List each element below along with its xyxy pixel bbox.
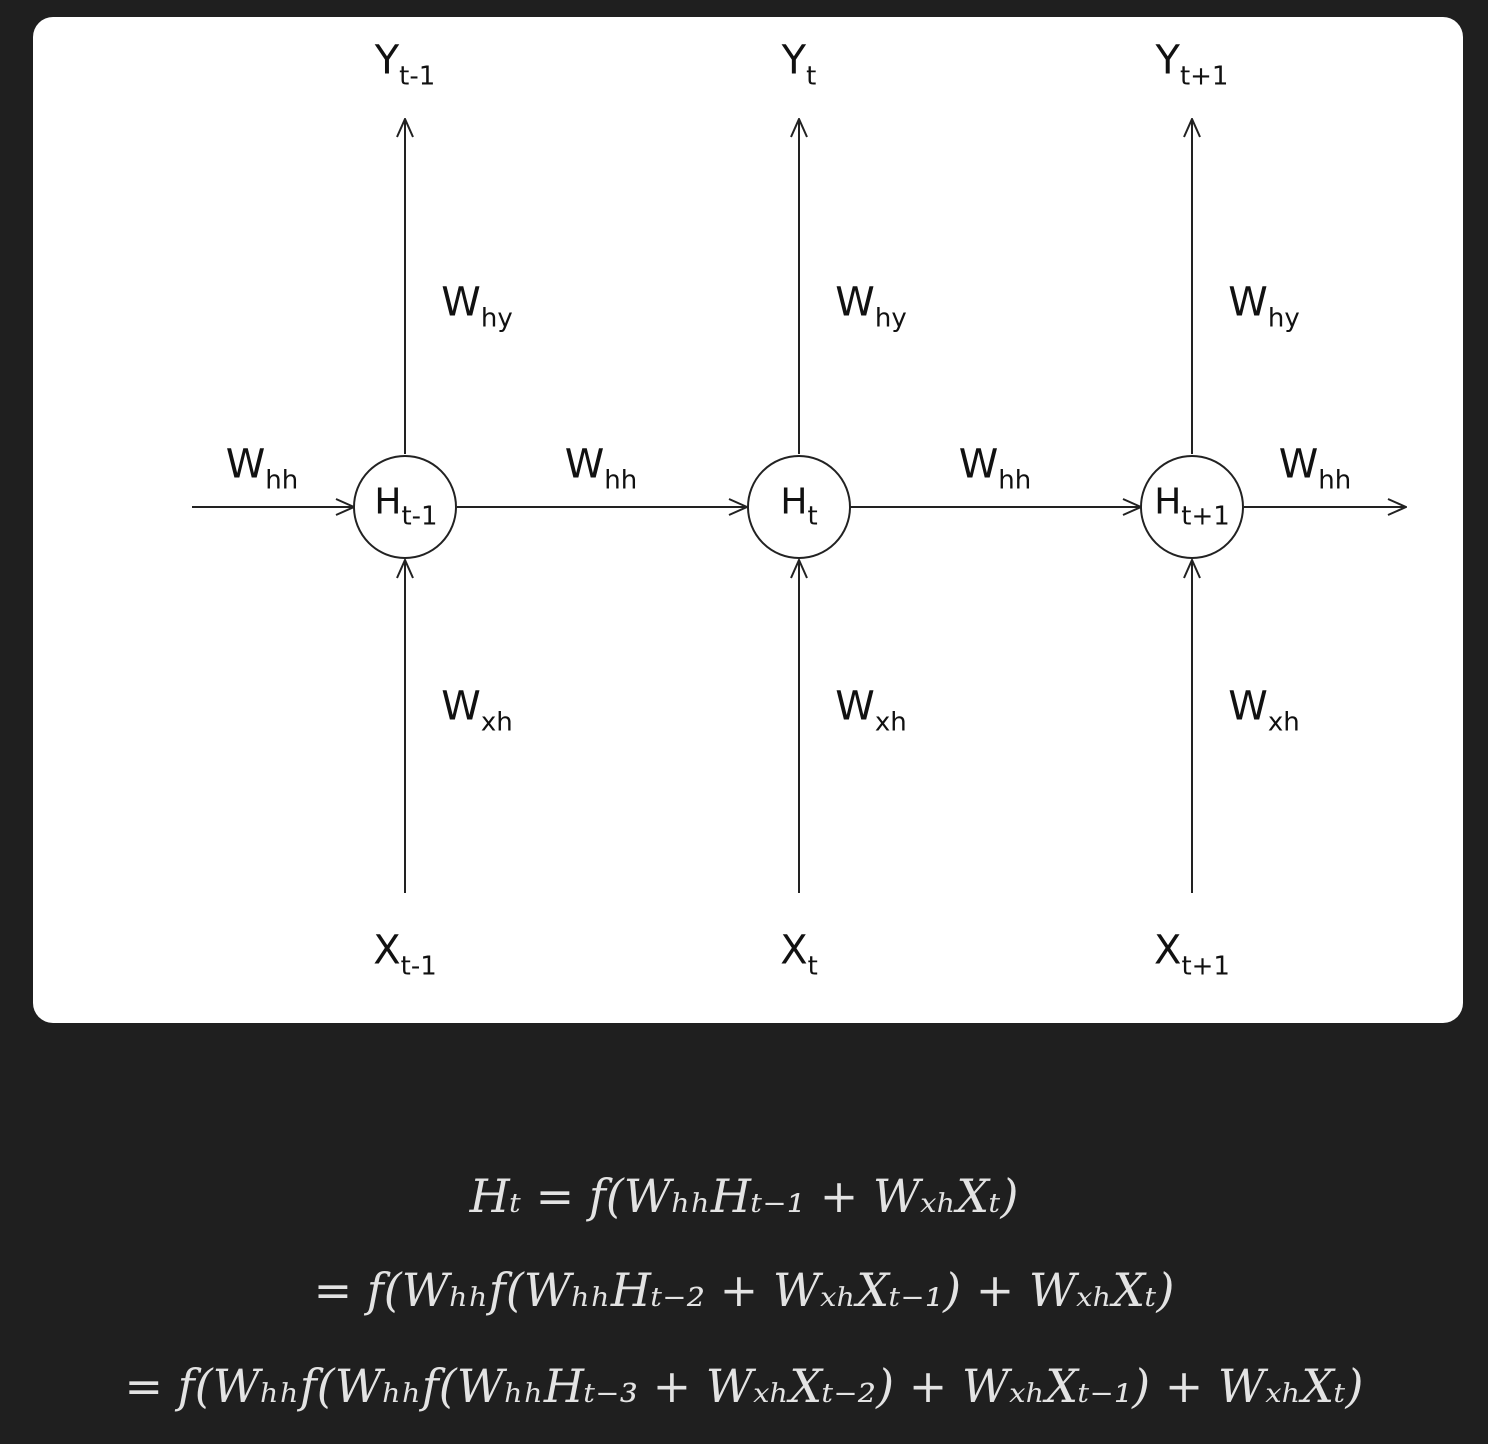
wxh-label-3: Wxh xyxy=(1228,683,1300,738)
rnn-diagram-card: Yt-1 Yt Yt+1 Why Why Why Whh Whh Whh Whh… xyxy=(33,17,1463,1023)
why-label-2: Why xyxy=(835,279,907,334)
recurrence-formulas: Hₜ = f(WₕₕHₜ₋₁ + WₓₕXₜ) = f(Wₕₕf(WₕₕHₜ₋₂… xyxy=(0,1150,1488,1434)
whh-label-1: Whh xyxy=(564,441,638,496)
hidden-label-3: Ht+1 xyxy=(1154,481,1230,532)
whh-label-in: Whh xyxy=(225,441,299,496)
wxh-label-1: Wxh xyxy=(441,683,513,738)
hidden-node-2 xyxy=(747,455,851,559)
hidden-label-1: Ht-1 xyxy=(374,481,438,532)
input-label-2: Xt xyxy=(780,927,818,982)
hidden-node-3 xyxy=(1140,455,1244,559)
hidden-label-2: Ht xyxy=(780,481,818,532)
whh-label-out: Whh xyxy=(1278,441,1352,496)
input-label-3: Xt+1 xyxy=(1154,927,1230,982)
formula-line-2: = f(Wₕₕf(WₕₕHₜ₋₂ + WₓₕXₜ₋₁) + WₓₕXₜ) xyxy=(313,1263,1175,1317)
input-label-1: Xt-1 xyxy=(373,927,437,982)
output-label-2: Yt xyxy=(781,37,817,92)
formula-line-3: = f(Wₕₕf(Wₕₕf(WₕₕHₜ₋₃ + WₓₕXₜ₋₂) + WₓₕXₜ… xyxy=(124,1359,1364,1413)
output-label-1: Yt-1 xyxy=(374,37,436,92)
wxh-label-2: Wxh xyxy=(835,683,907,738)
why-label-3: Why xyxy=(1228,279,1300,334)
formula-line-1: Hₜ = f(WₕₕHₜ₋₁ + WₓₕXₜ) xyxy=(469,1169,1019,1223)
why-label-1: Why xyxy=(441,279,513,334)
output-label-3: Yt+1 xyxy=(1155,37,1229,92)
hidden-node-1 xyxy=(353,455,457,559)
whh-label-2: Whh xyxy=(958,441,1032,496)
rnn-diagram-svg xyxy=(192,17,1463,893)
